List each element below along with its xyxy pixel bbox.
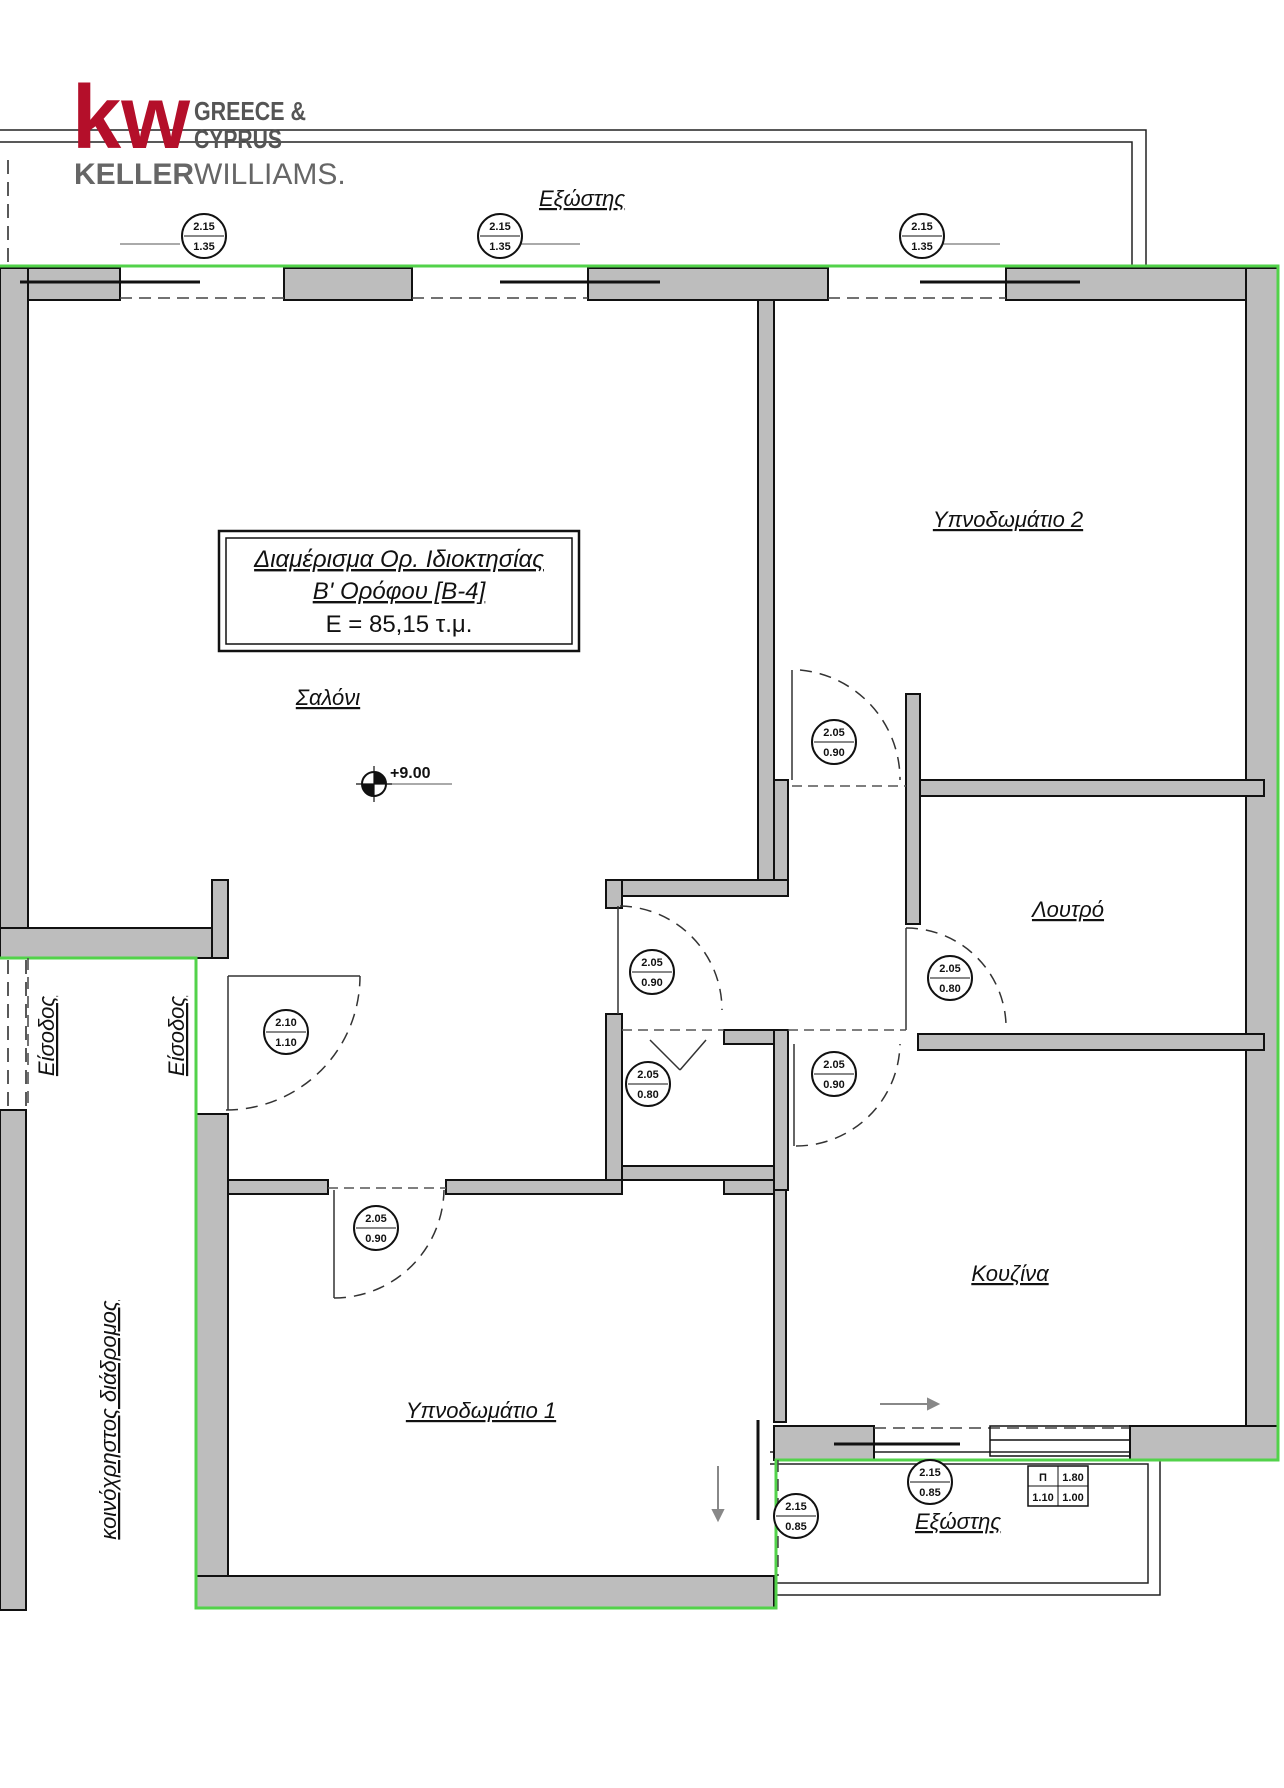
title-box: Διαμέρισμα Ορ. Ιδιοκτησίας Β' Ορόφου [Β-…: [217, 529, 581, 653]
door-thresholds: [328, 785, 906, 1189]
label-bedroom1: Υπνοδωμάτιο 1: [406, 1398, 556, 1423]
svg-text:0.80: 0.80: [939, 983, 960, 995]
arrow-icons: [711, 1397, 941, 1523]
property-outline: [0, 264, 1280, 1610]
svg-text:0.85: 0.85: [785, 1521, 806, 1533]
balcony-top-outline: [0, 129, 1147, 265]
svg-text:2.15: 2.15: [193, 221, 214, 233]
svg-text:Π: Π: [1039, 1472, 1047, 1484]
window-tag-3: 2.15 1.35: [899, 213, 945, 259]
label-living: Σαλόνι: [295, 685, 360, 710]
elevation-marker: +9.00: [356, 765, 431, 802]
svg-text:2.05: 2.05: [939, 963, 960, 975]
svg-text:0.90: 0.90: [365, 1233, 386, 1245]
label-balcony-top: Εξώστης: [539, 186, 625, 211]
door-tag-storage: 2.05 0.80: [625, 1061, 671, 1107]
kw-logo: kw GREECE & CYPRUS KELLERWILLIAMS.: [72, 68, 346, 191]
svg-text:1.00: 1.00: [1062, 1492, 1083, 1504]
label-entrance-outer: Είσοδος: [34, 996, 59, 1077]
title-line3: Ε = 85,15 τ.μ.: [326, 611, 473, 638]
svg-text:2.15: 2.15: [919, 1467, 940, 1479]
window-frame-kitchen: [989, 1425, 1131, 1457]
left-dashed-line: [7, 160, 27, 1110]
window-tag-2: 2.15 1.35: [477, 213, 523, 259]
door-tag-kitchen: 2.05 0.90: [811, 1051, 857, 1097]
door-leaves: [227, 670, 907, 1298]
logo-brand: KELLERWILLIAMS.: [74, 158, 346, 191]
svg-text:0.80: 0.80: [637, 1089, 658, 1101]
svg-text:1.35: 1.35: [193, 241, 214, 253]
svg-text:2.10: 2.10: [275, 1017, 296, 1029]
door-tag-bathroom: 2.05 0.80: [927, 955, 973, 1001]
logo-region-line2: CYPRUS: [194, 124, 282, 154]
svg-text:1.35: 1.35: [489, 241, 510, 253]
svg-text:2.05: 2.05: [641, 957, 662, 969]
door-tag-entrance: 2.10 1.10: [263, 1009, 309, 1055]
svg-text:1.35: 1.35: [911, 241, 932, 253]
svg-text:2.15: 2.15: [489, 221, 510, 233]
svg-text:0.90: 0.90: [823, 1079, 844, 1091]
label-entrance-inner: Είσοδος: [164, 996, 189, 1077]
door-tag-bedroom2: 2.05 0.90: [811, 719, 857, 765]
door-swings: [225, 669, 1007, 1299]
svg-text:2.05: 2.05: [823, 1059, 844, 1071]
svg-text:0.90: 0.90: [641, 977, 662, 989]
balcony-bottom-outline: [770, 1451, 1161, 1596]
svg-text:2.05: 2.05: [637, 1069, 658, 1081]
svg-text:2.05: 2.05: [365, 1213, 386, 1225]
door-tag-corridor: 2.05 0.90: [629, 949, 675, 995]
window-table: Π 1.80 1.10 1.00: [1027, 1465, 1089, 1507]
svg-text:0.85: 0.85: [919, 1487, 940, 1499]
walls: [0, 267, 1279, 1611]
svg-text:1.10: 1.10: [275, 1037, 296, 1049]
label-bedroom2: Υπνοδωμάτιο 2: [933, 507, 1083, 532]
window-tag-5: 2.15 0.85: [773, 1493, 819, 1539]
door-tag-bedroom1: 2.05 0.90: [353, 1205, 399, 1251]
window-tag-4: 2.15 0.85: [907, 1459, 953, 1505]
label-bathroom: Λουτρό: [1030, 897, 1104, 922]
label-balcony-bottom: Εξώστης: [915, 1509, 1001, 1534]
label-kitchen: Κουζίνα: [971, 1261, 1050, 1286]
svg-text:0.90: 0.90: [823, 747, 844, 759]
kw-mark: kw: [72, 68, 191, 168]
dimension-lines: [120, 243, 1000, 785]
svg-text:2.05: 2.05: [823, 727, 844, 739]
label-corridor: κοινόχρηστος διάδρομος: [96, 1300, 121, 1540]
title-line2: Β' Ορόφου [Β-4]: [313, 578, 487, 605]
svg-text:2.15: 2.15: [911, 221, 932, 233]
svg-text:2.15: 2.15: [785, 1501, 806, 1513]
window-tag-1: 2.15 1.35: [181, 213, 227, 259]
elevation-label: +9.00: [390, 765, 431, 782]
svg-text:1.80: 1.80: [1062, 1472, 1083, 1484]
svg-text:1.10: 1.10: [1032, 1492, 1053, 1504]
window-sashes: [20, 280, 1080, 1520]
title-line1: Διαμέρισμα Ορ. Ιδιοκτησίας: [253, 546, 544, 573]
logo-region-line1: GREECE &: [194, 96, 306, 126]
